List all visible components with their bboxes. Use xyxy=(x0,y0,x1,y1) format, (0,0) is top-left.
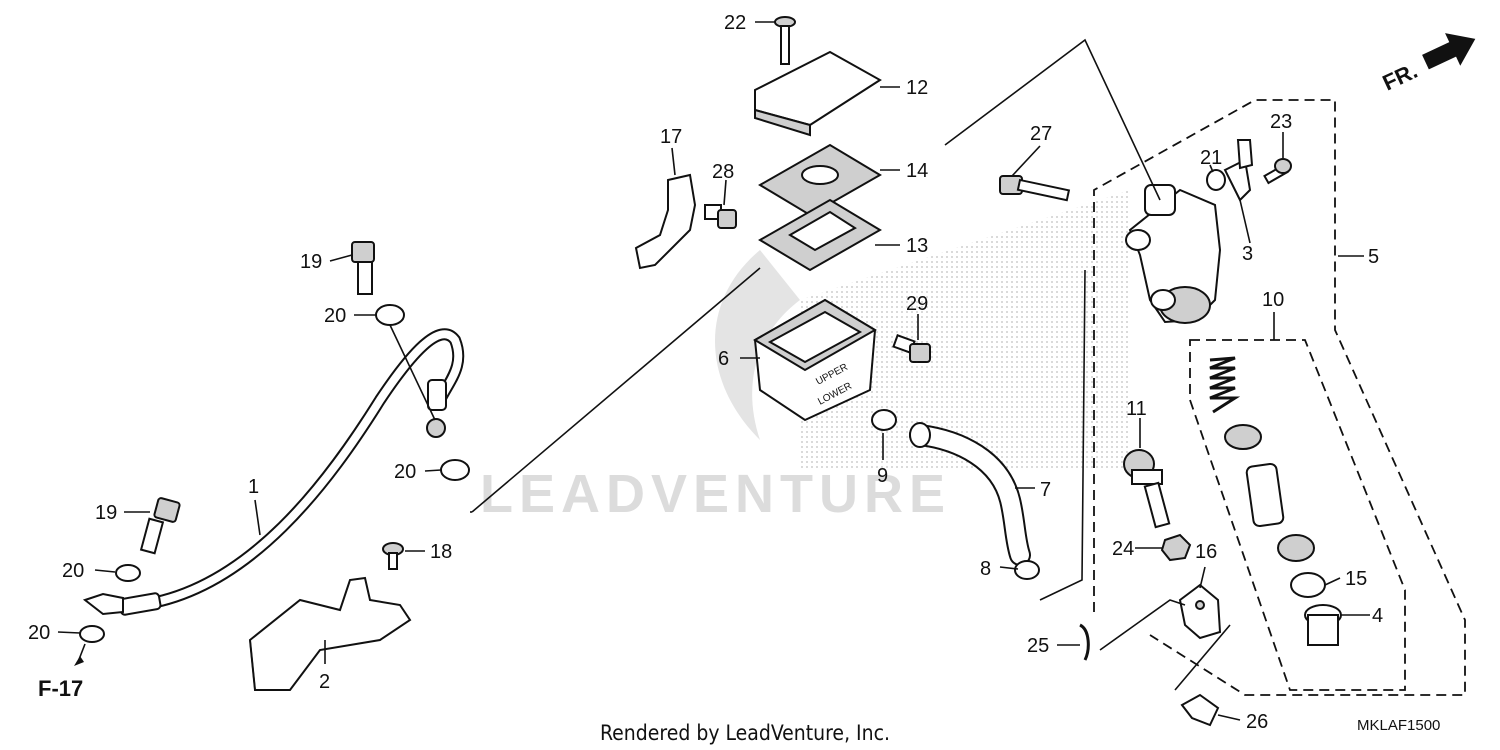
screw-18 xyxy=(382,542,404,570)
spring-seat xyxy=(1224,424,1262,450)
front-arrow-icon xyxy=(1422,33,1476,70)
push-rod xyxy=(1123,449,1171,529)
callout-23: 23 xyxy=(1270,111,1292,133)
watermark-text: LEADVENTURE xyxy=(480,464,951,524)
callout-18: 18 xyxy=(430,541,452,563)
hose-clip-9 xyxy=(871,409,897,431)
callout-20-d: 20 xyxy=(28,622,50,644)
reservoir-bracket xyxy=(634,173,697,270)
assembly-group-5 xyxy=(1093,99,1466,696)
callout-1: 1 xyxy=(248,476,259,498)
callout-6: 6 xyxy=(718,348,729,370)
watermark: LEADVENTURE xyxy=(480,190,1130,524)
bolt-29 xyxy=(892,334,931,363)
callout-9: 9 xyxy=(877,465,888,487)
front-indicator: FR. xyxy=(1379,33,1476,96)
front-label: FR. xyxy=(1379,58,1422,96)
callout-12: 12 xyxy=(906,77,928,99)
piston-cup xyxy=(1277,534,1315,562)
hose-bracket xyxy=(248,576,412,691)
joint-nut-24 xyxy=(1160,533,1192,562)
callout-7: 7 xyxy=(1040,479,1051,501)
diaphragm-plate xyxy=(758,143,882,217)
reservoir-hose xyxy=(909,422,1031,566)
callout-15: 15 xyxy=(1345,568,1367,590)
hose-joint xyxy=(1223,139,1254,202)
callout-5: 5 xyxy=(1368,246,1379,268)
callout-29: 29 xyxy=(906,293,928,315)
piston xyxy=(1245,462,1285,528)
bolt-28 xyxy=(704,204,737,229)
sealing-washer-4 xyxy=(79,625,105,643)
union-bolt-lower xyxy=(139,497,181,555)
boot-4 xyxy=(1304,604,1342,646)
callout-2: 2 xyxy=(319,671,330,693)
callout-4: 4 xyxy=(1372,605,1383,627)
callout-26: 26 xyxy=(1246,711,1268,733)
callout-19-upper: 19 xyxy=(300,251,322,273)
snap-ring-15 xyxy=(1290,572,1326,598)
piston-spring xyxy=(1209,356,1241,414)
callouts: 1 2 3 4 5 6 7 8 9 10 11 12 13 14 15 16 1… xyxy=(28,12,1383,733)
cotter-pin-25 xyxy=(1079,623,1090,661)
callout-20-b: 20 xyxy=(394,461,416,483)
leader-lines xyxy=(57,21,1370,721)
callout-17: 17 xyxy=(660,126,682,148)
sealing-washer-3 xyxy=(115,564,141,582)
screw-23 xyxy=(1263,158,1292,185)
callout-21: 21 xyxy=(1200,147,1222,169)
callout-24: 24 xyxy=(1112,538,1134,560)
reservoir-cap xyxy=(754,50,882,137)
callout-28: 28 xyxy=(712,161,734,183)
callout-19-lower: 19 xyxy=(95,502,117,524)
union-bolt-upper xyxy=(351,241,375,295)
diaphragm xyxy=(758,198,882,272)
o-ring-21 xyxy=(1206,169,1226,191)
hose-clip-8 xyxy=(1014,560,1040,580)
reference-label: F-17 xyxy=(38,676,83,701)
sealing-washer-2 xyxy=(440,459,470,481)
bolt-27 xyxy=(999,175,1071,202)
brake-hose xyxy=(82,328,465,616)
push-rod-joint xyxy=(1178,583,1222,640)
callout-22: 22 xyxy=(724,12,746,34)
piston-kit-group-10 xyxy=(1189,339,1406,691)
credit-text: Rendered by LeadVenture, Inc. xyxy=(600,721,890,745)
callout-27: 27 xyxy=(1030,123,1052,145)
sealing-washer-1 xyxy=(375,304,405,326)
callout-10: 10 xyxy=(1262,289,1284,311)
callout-16: 16 xyxy=(1195,541,1217,563)
callout-25: 25 xyxy=(1027,635,1049,657)
callout-14: 14 xyxy=(906,160,928,182)
joint-pin-26 xyxy=(1180,693,1220,727)
callout-11: 11 xyxy=(1126,398,1147,420)
fluid-reservoir: UPPER LOWER xyxy=(753,298,877,422)
screw-22 xyxy=(774,16,796,65)
callout-3: 3 xyxy=(1242,243,1253,265)
master-cylinder xyxy=(1125,184,1222,324)
diagram-code: MKLAF1500 xyxy=(1357,717,1440,734)
callout-20-c: 20 xyxy=(62,560,84,582)
callout-13: 13 xyxy=(906,235,928,257)
callout-8: 8 xyxy=(980,558,991,580)
callout-20-a: 20 xyxy=(324,305,346,327)
